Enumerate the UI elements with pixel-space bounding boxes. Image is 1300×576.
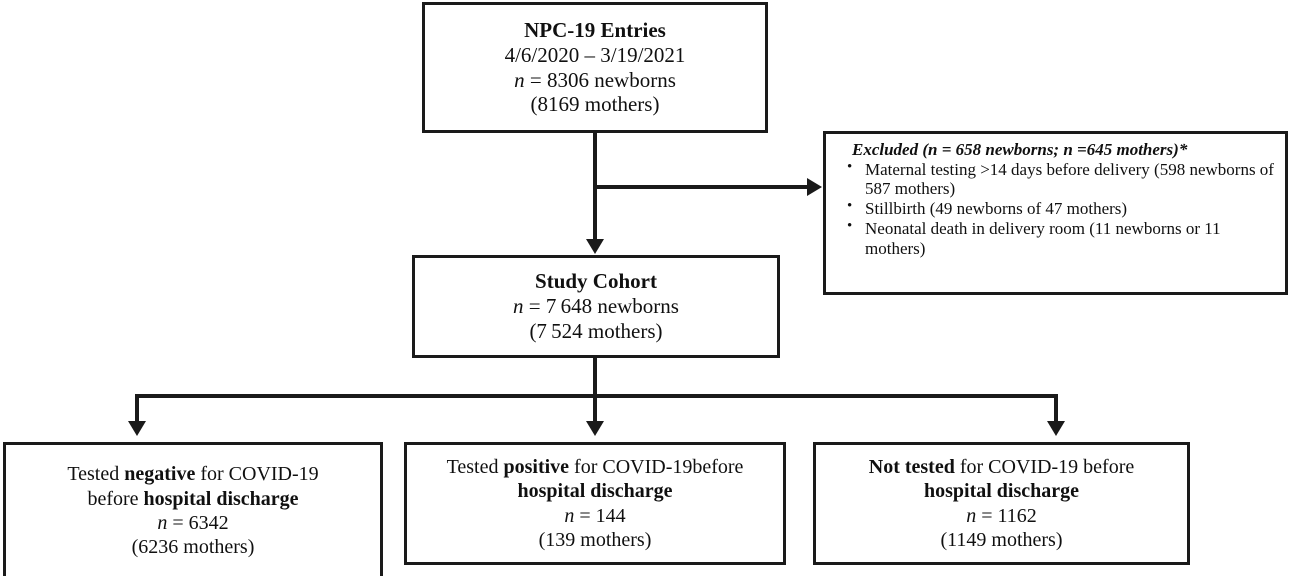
cohort-newborn-value: = 7 648 newborns [528, 294, 679, 319]
excluded-reason-item: Neonatal death in delivery room (11 newb… [847, 218, 1277, 258]
nottested-line1-post: for COVID-19 before [954, 455, 1135, 478]
negative-n-count: n = 6342 [157, 511, 228, 535]
excluded-box: Excluded (n = 658 newborns; n =645 mothe… [823, 131, 1288, 295]
arrowhead-entries-to-cohort [586, 239, 604, 254]
negative-line2-bold: hospital discharge [143, 487, 299, 510]
entries-title: NPC-19 Entries [524, 17, 666, 42]
negative-n-value: = 6342 [172, 512, 229, 534]
nottested-n-value: = 1162 [981, 504, 1037, 527]
entries-n-symbol: n [514, 67, 525, 92]
tested-positive-box: Tested positive for COVID-19before hospi… [404, 442, 786, 565]
excluded-reason-item: Maternal testing >14 days before deliver… [847, 159, 1277, 199]
positive-mother-count: (139 mothers) [538, 528, 652, 551]
positive-line1-tail: before [692, 455, 744, 478]
cohort-newborn-count: n = 7 648 newborns [513, 294, 679, 319]
negative-line1-bold: negative [124, 463, 196, 486]
negative-line1-pre: Tested [67, 463, 125, 486]
connector-leg-positive [593, 394, 597, 422]
negative-line1-post: for COVID-19 [195, 463, 319, 486]
arrowhead-positive [586, 421, 604, 436]
positive-line2-bold: hospital discharge [517, 480, 673, 503]
nottested-headline-1: Not tested for COVID-19 before [869, 455, 1134, 479]
connector-to-excluded [595, 185, 817, 189]
positive-n-symbol: n [564, 504, 575, 527]
study-cohort-box: Study Cohort n = 7 648 newborns (7 524 m… [412, 255, 780, 358]
entries-mother-count: (8169 mothers) [530, 92, 660, 117]
cohort-title: Study Cohort [535, 269, 657, 294]
positive-n-count: n = 144 [564, 504, 625, 528]
negative-n-symbol: n [157, 512, 168, 534]
nottested-n-count: n = 1162 [966, 504, 1037, 528]
npc19-entries-box: NPC-19 Entries 4/6/2020 – 3/19/2021 n = … [422, 2, 768, 133]
negative-line2-pre: before [87, 487, 144, 510]
tested-negative-box: Tested negative for COVID-19 before hosp… [3, 442, 383, 576]
connector-leg-nottested [1054, 394, 1058, 422]
negative-headline-2: before hospital discharge [87, 487, 298, 511]
connector-leg-negative [135, 394, 139, 422]
entries-newborn-value: = 8306 newborns [529, 67, 676, 92]
positive-line1-bold: positive [503, 455, 570, 478]
nottested-line2-bold: hospital discharge [923, 480, 1080, 503]
nottested-headline-2: hospital discharge [924, 479, 1079, 503]
positive-n-value: = 144 [579, 504, 626, 527]
nottested-n-symbol: n [966, 504, 977, 527]
arrowhead-to-excluded [807, 178, 822, 196]
not-tested-box: Not tested for COVID-19 before hospital … [813, 442, 1190, 565]
entries-newborn-count: n = 8306 newborns [514, 68, 676, 93]
cohort-n-symbol: n [513, 294, 524, 319]
negative-headline-1: Tested negative for COVID-19 [67, 462, 318, 486]
entries-date-range: 4/6/2020 – 3/19/2021 [504, 42, 686, 67]
positive-line1-pre: Tested [446, 455, 504, 478]
connector-cohort-stem [593, 358, 597, 398]
positive-headline-1: Tested positive for COVID-19before [447, 455, 744, 479]
cohort-mother-count: (7 524 mothers) [529, 318, 663, 343]
nottested-line1-bold: Not tested [868, 455, 955, 478]
excluded-heading: Excluded (n = 658 newborns; n =645 mothe… [852, 140, 1188, 159]
negative-mother-count: (6236 mothers) [131, 536, 255, 559]
arrowhead-negative [128, 421, 146, 436]
excluded-reason-list: Maternal testing >14 days before deliver… [836, 159, 1277, 259]
arrowhead-nottested [1047, 421, 1065, 436]
positive-headline-2: hospital discharge [517, 479, 672, 503]
nottested-mother-count: (1149 mothers) [940, 528, 1063, 551]
excluded-reason-item: Stillbirth (49 newborns of 47 mothers) [847, 198, 1277, 219]
positive-line1-post: for COVID-19 [569, 455, 693, 478]
